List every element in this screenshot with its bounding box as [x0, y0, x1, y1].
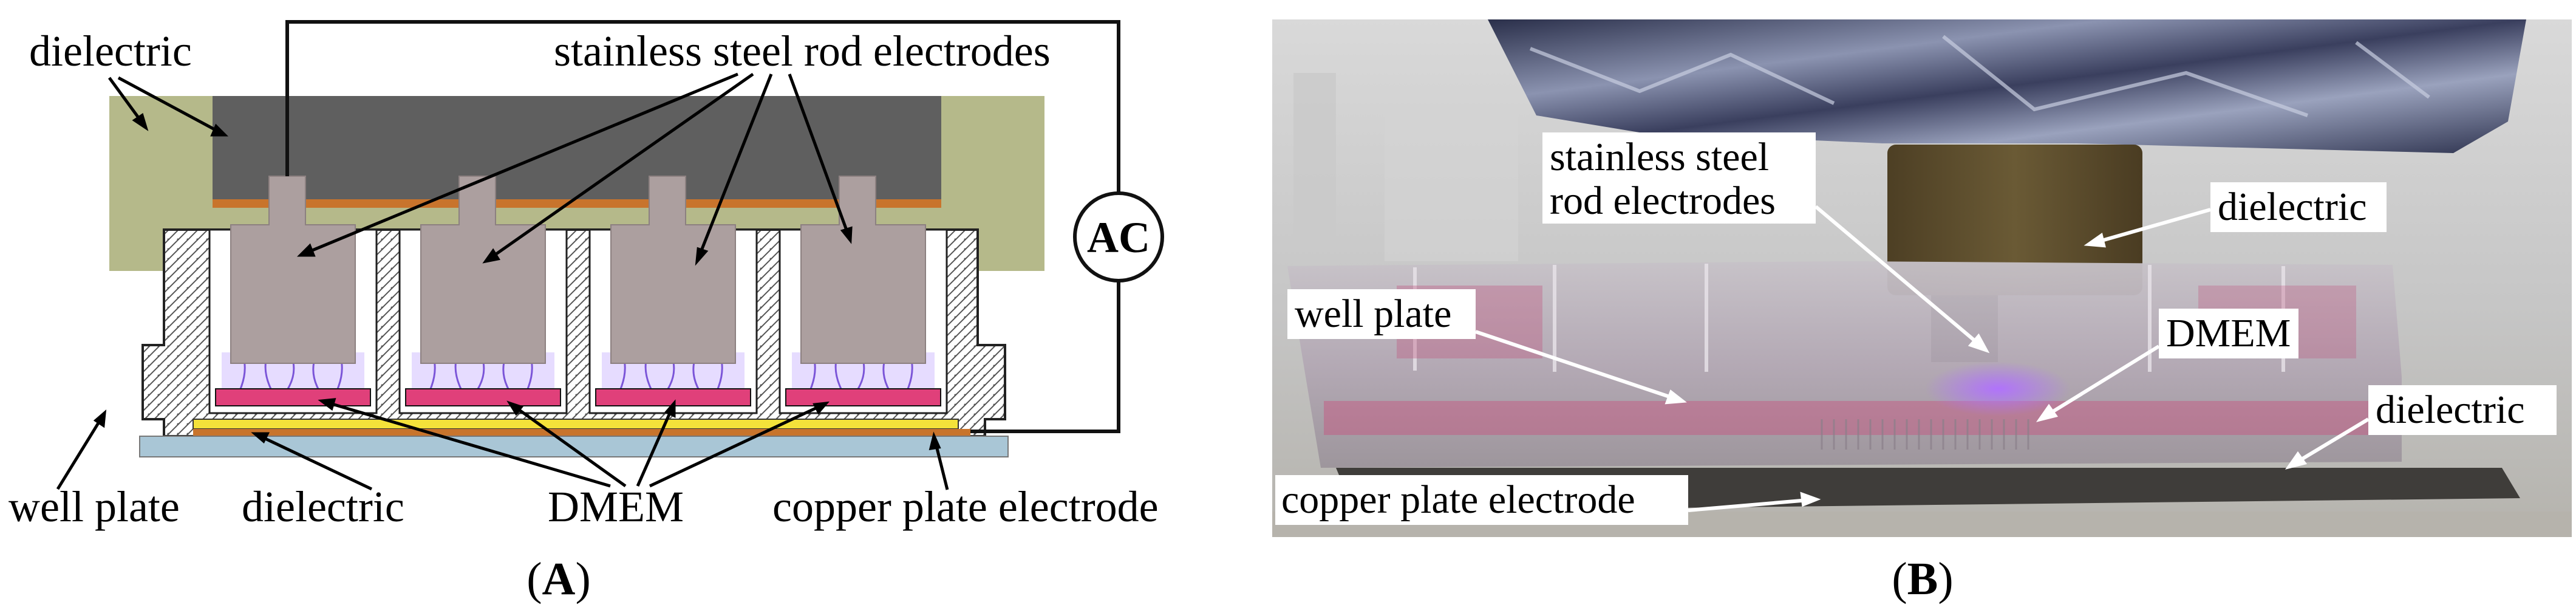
label-rod-electrodes: stainless steel rod electrodes — [554, 27, 1051, 75]
label-copper-plate: copper plate electrode — [772, 482, 1159, 531]
photo-label-rod-line1: stainless steel — [1550, 135, 1769, 179]
photo-label-dmem: DMEM — [2166, 311, 2291, 355]
photo-label-well-plate: well plate — [1295, 292, 1451, 336]
ac-wiring: AC — [285, 20, 1164, 433]
label-well-plate: well plate — [9, 482, 180, 531]
ac-source-label: AC — [1087, 213, 1150, 262]
photo-label-copper-plate: copper plate electrode — [1281, 478, 1635, 522]
rod-holder — [213, 96, 941, 199]
caption-a: (A) — [526, 553, 591, 604]
panel-b-label-boxes — [1275, 132, 2557, 525]
ac-source — [1073, 191, 1164, 283]
photo-label-rod-line2: rod electrodes — [1550, 179, 1776, 223]
label-dmem: DMEM — [548, 482, 684, 531]
rod-electrodes — [230, 176, 926, 364]
panel-a-schematic: AC dielectric stainless steel rod electr… — [9, 20, 1164, 604]
base-layer — [139, 436, 1009, 457]
photo-label-dielectric-right: dielectric — [2376, 388, 2525, 432]
label-dielectric-bottom: dielectric — [242, 482, 404, 531]
photo-label-dielectric-top: dielectric — [2218, 185, 2367, 229]
caption-b: (B) — [1892, 553, 1953, 604]
photo-dielectric-block — [1887, 145, 2142, 295]
panel-b-arrows — [1475, 205, 2370, 512]
bottom-dielectric — [193, 419, 959, 430]
panel-b-photo: stainless steel rod electrodes dielectri… — [1272, 19, 2572, 604]
panel-a-arrows — [56, 72, 949, 491]
holder-copper-strip — [213, 199, 941, 208]
plasma-glow — [1925, 361, 2071, 416]
copper-plate-electrode — [193, 429, 970, 436]
photo-well-plate — [1287, 261, 2402, 468]
label-dielectric-top: dielectric — [29, 27, 192, 75]
